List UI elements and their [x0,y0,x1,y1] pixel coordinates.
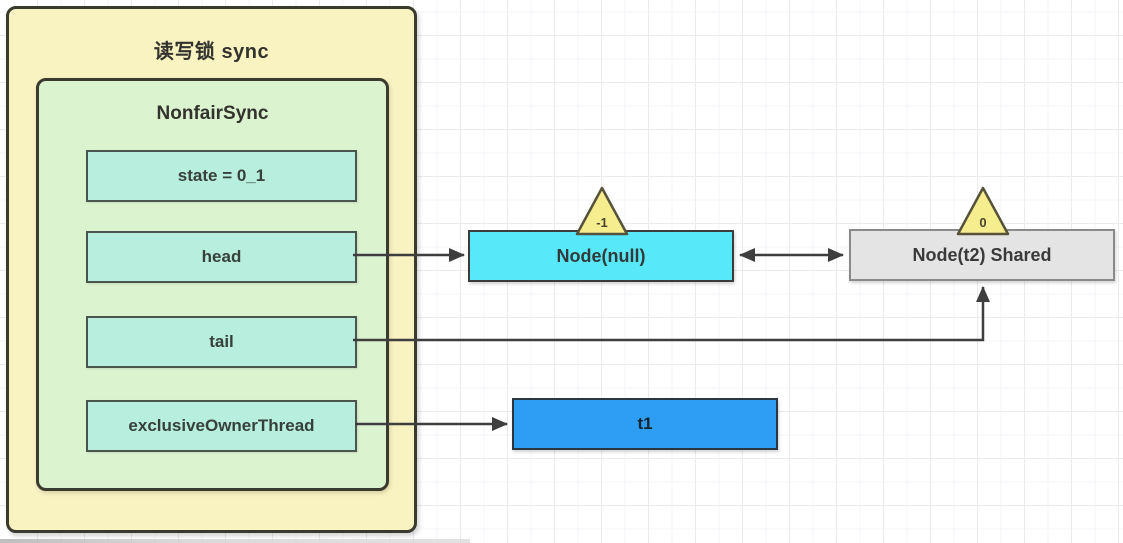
sync-container-title: 读写锁 sync [153,41,270,63]
tail-to-node-t2-arrow [353,286,990,342]
nonfairsync-box: NonfairSync state = 0_1 head tail exclus… [36,78,389,491]
exclusive-owner-thread-field: exclusiveOwnerThread [86,400,357,452]
triangle-icon [956,186,1010,236]
triangle-icon [575,186,629,236]
wait-status-badge-node-null: -1 [575,186,629,236]
tail-field: tail [86,316,357,368]
head-field: head [86,231,357,283]
wait-status-value: -1 [596,215,608,230]
node-t2-shared-box: Node(t2) Shared [849,229,1115,281]
sync-container-box: 读写锁 sync NonfairSync state = 0_1 head ta… [6,6,417,533]
wait-status-badge-node-t2: 0 [956,186,1010,236]
bottom-edge-strip [0,539,470,543]
wait-status-value: 0 [979,215,986,230]
node-null-box: Node(null) [468,230,734,282]
thread-t1-box: t1 [512,398,778,450]
nonfairsync-title: NonfairSync [156,103,269,124]
state-field: state = 0_1 [86,150,357,202]
